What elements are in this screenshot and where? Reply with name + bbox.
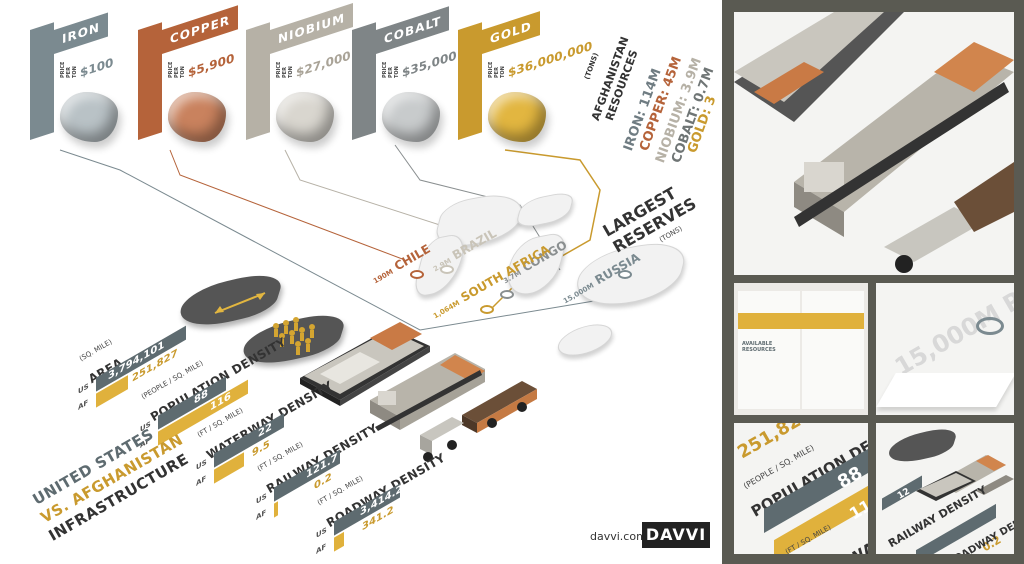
largest-reserves-heading: LARGEST RESERVES (TONS) (600, 183, 710, 265)
reserve-amount: 15,000M (562, 281, 596, 306)
ore-ribbon (352, 22, 376, 140)
ore-price: $35,000 (402, 48, 457, 80)
ore-ribbon (458, 22, 482, 140)
thumbnail-magazine-spread[interactable]: AVAILABLE RESOURCES (734, 283, 868, 415)
chile-marker (410, 270, 424, 279)
ore-price-label: PRICE PER TON (168, 61, 186, 78)
ore-price-label: PRICE PER TON (382, 61, 400, 78)
niobium-ore-image (276, 92, 334, 142)
russia-zoom-marker (976, 317, 1004, 335)
train-closeup-illustration (734, 12, 1014, 273)
infographic-title: UNITED STATES VS. AFGHANISTAN INFRASTRUC… (24, 425, 192, 545)
ore-ribbon (246, 22, 270, 140)
af-bar (334, 531, 344, 552)
iron-ore-image (60, 92, 118, 142)
ore-card-cobalt: COBALT PRICE PER TON $35,000 (352, 6, 460, 170)
connector-copper (169, 149, 406, 261)
copper-ore-image (168, 92, 226, 142)
pop-zoom-wa: WA (844, 538, 868, 554)
brand-url[interactable]: davvi.com (590, 530, 647, 543)
south-africa-marker (480, 305, 494, 314)
ship-illustration (300, 322, 430, 406)
us-tag: US (196, 457, 207, 472)
spread-page-left (738, 291, 800, 409)
russia-marker (618, 270, 632, 279)
ore-price-label: PRICE PER TON (488, 61, 506, 78)
thumbnail-russia-zoom[interactable]: 15,000M RUSSIA (876, 283, 1014, 415)
spread-title: AVAILABLE RESOURCES (742, 341, 776, 353)
ore-card-copper: COPPER PRICE PER TON $5,900 (138, 5, 246, 170)
ore-price: $100 (80, 55, 114, 80)
thumbnail-railway-zoom[interactable]: 12 RAILWAY DENSITY 0.2 ROADWAY DENSITY (876, 423, 1014, 554)
cobalt-ore-image (382, 92, 440, 142)
reserve-amount: 190M (372, 267, 395, 286)
congo-marker (500, 290, 514, 299)
russia-zoom-map (876, 373, 1014, 407)
ore-card-gold: GOLD PRICE PER TON $36,000,000 (458, 11, 592, 170)
ore-ribbon (30, 22, 54, 140)
ore-price-label: PRICE PER TON (276, 61, 294, 78)
gold-ore-image (488, 92, 546, 142)
infographic-main: IRON PRICE PER TON $100 COPPER PRICE PER… (24, 3, 720, 560)
us-tag: US (256, 491, 267, 506)
metric-roadway-density: (FT / SQ. MILE) ROADWAY DENSITY US 3,414… (316, 451, 546, 560)
afghanistan-resources: (TONS) AFGHANISTAN RESOURCES IRON: 114M … (575, 18, 719, 168)
locomotive-illustration (370, 353, 485, 431)
connector-iron (59, 149, 601, 331)
area-arrow-icon (214, 292, 266, 314)
af-bar (274, 501, 278, 518)
thumbnail-train-closeup[interactable] (734, 12, 1014, 275)
australia-shape (554, 320, 616, 360)
brazil-marker (440, 265, 454, 274)
ore-ribbon (138, 22, 162, 140)
ore-price: $5,900 (188, 50, 235, 80)
ore-card-iron: IRON PRICE PER TON $100 (30, 12, 138, 170)
resources-unit: (TONS) (583, 51, 601, 81)
us-tag: US (78, 381, 89, 396)
us-tag: US (316, 525, 327, 540)
truck-illustration (420, 381, 537, 462)
thumbnail-population-zoom[interactable]: 251,82 (PEOPLE / SQ. MILE) POPULATION DE… (734, 423, 868, 554)
brand-logo: DAVVI (642, 522, 710, 548)
people-figures-icon (273, 317, 315, 355)
ore-card-niobium: NIOBIUM PRICE PER TON $27,000 (246, 3, 354, 170)
ore-price-label: PRICE PER TON (60, 61, 78, 78)
spread-yellow-band (738, 313, 864, 329)
rail-zoom-vehicles (916, 455, 1014, 501)
ore-price: $27,000 (296, 48, 351, 80)
connector-lines (59, 144, 601, 331)
world-map: 190M CHILE 2.9M BRAZIL 3.7M CONGO 1,064M… (360, 175, 692, 375)
spread-page-right (802, 291, 864, 409)
europe-shape (514, 190, 576, 230)
